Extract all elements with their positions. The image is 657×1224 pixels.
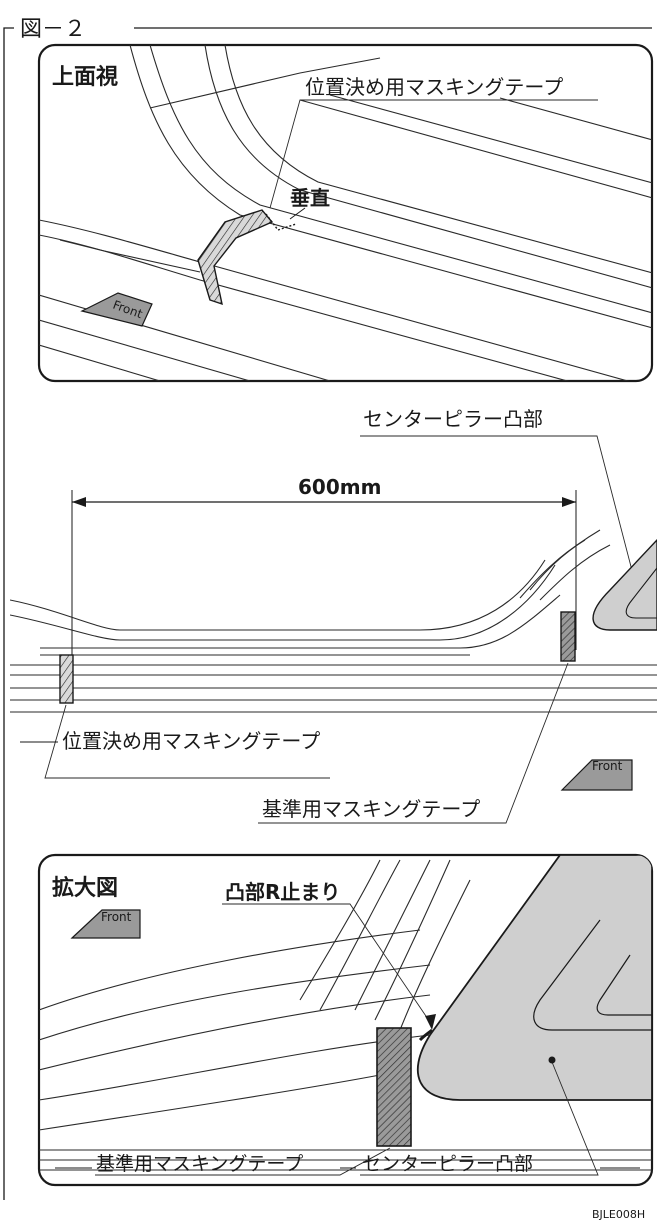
middle-view-front-arrow: Front bbox=[560, 759, 633, 791]
positioning-tape bbox=[59, 654, 74, 704]
top-view-title: 上面視 bbox=[52, 65, 118, 90]
reference-tape-label-mid: 基準用マスキングテープ bbox=[262, 797, 480, 821]
reference-tape bbox=[560, 611, 576, 662]
top-view-panel: 上面視 位置決め用マスキングテープ 垂直 Front bbox=[37, 43, 654, 383]
enlarged-view-lines bbox=[39, 855, 652, 1171]
top-view-front-arrow: Front bbox=[80, 292, 153, 327]
top-view-sill-lines bbox=[39, 45, 652, 381]
middle-view: センターピラー凸部 600mm bbox=[10, 407, 657, 824]
vertical-label: 垂直 bbox=[290, 186, 330, 210]
enlarged-reference-tape bbox=[376, 1027, 412, 1147]
enlarged-reference-tape-label: 基準用マスキングテープ bbox=[96, 1153, 303, 1175]
enlarged-view-panel: 拡大図 凸部R止まり Front 基準用マスキングテープ センターピラー凸部 bbox=[37, 853, 654, 1187]
vertical-angle-mark bbox=[265, 213, 297, 231]
enlarged-view-title: 拡大図 bbox=[52, 876, 118, 901]
figure-outline bbox=[3, 27, 652, 1200]
middle-view-sill-lines bbox=[10, 529, 657, 713]
figure-code: BJLE008H bbox=[592, 1208, 645, 1221]
enlarged-view-front-label: Front bbox=[101, 910, 132, 924]
enlarged-pillar-label: センターピラー凸部 bbox=[362, 1153, 533, 1175]
pillar-label-top: センターピラー凸部 bbox=[363, 407, 543, 431]
top-view-tape-label: 位置決め用マスキングテープ bbox=[305, 75, 563, 99]
dimension-label: 600mm bbox=[298, 475, 381, 499]
positioning-tape-label: 位置決め用マスキングテープ bbox=[62, 729, 320, 753]
figure-title: 図－２ bbox=[20, 17, 86, 42]
corner-label: 凸部R止まり bbox=[225, 880, 340, 904]
enlarged-view-front-arrow: Front bbox=[70, 909, 141, 939]
middle-view-front-label: Front bbox=[592, 759, 623, 773]
